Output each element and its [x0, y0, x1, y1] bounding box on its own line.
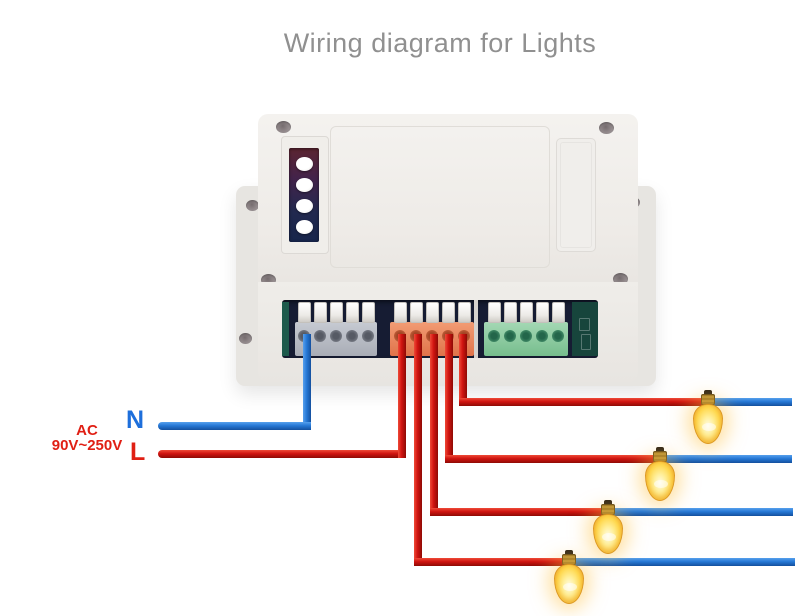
device-top-cover	[258, 114, 638, 286]
terminal-clamps	[390, 302, 474, 323]
terminal-clamp	[409, 302, 423, 323]
terminal-clamp	[329, 302, 343, 323]
terminal-holes	[484, 330, 568, 342]
terminal-clamp	[551, 302, 565, 323]
terminal-clamp	[457, 302, 471, 323]
light-bulb-1	[693, 390, 723, 448]
led-button-strip	[289, 148, 319, 242]
neutral-input-wire-vertical	[303, 334, 311, 430]
bulb-tip-icon	[565, 550, 573, 556]
light-3-live-wire-horizontal	[430, 508, 613, 516]
live-input-wire-horizontal	[158, 450, 406, 458]
bulb-tip-icon	[656, 447, 664, 453]
terminal-clamp	[487, 302, 501, 323]
light-3-live-wire-vertical	[430, 334, 438, 516]
terminal-clamp	[425, 302, 439, 323]
terminal-clamp	[345, 302, 359, 323]
terminal-clamp	[503, 302, 517, 323]
channel-3-button	[295, 198, 313, 213]
channel-4-button	[295, 219, 313, 234]
bulb-glass-icon	[554, 564, 584, 604]
light-1-neutral-wire	[710, 398, 792, 406]
terminal-channel	[282, 300, 598, 358]
terminal-clamp	[313, 302, 327, 323]
light-1-live-wire-horizontal	[459, 398, 713, 406]
light-2-live-wire-horizontal	[445, 455, 665, 463]
diagram-title: Wiring diagram for Lights	[283, 28, 597, 58]
bulb-glass-icon	[593, 514, 623, 554]
channel-2-button	[295, 177, 313, 192]
live-label: L	[130, 438, 146, 466]
light-4-live-wire-horizontal	[414, 558, 574, 566]
bulb-glass-icon	[693, 404, 723, 444]
voltage-range-label: 90V~250V	[51, 437, 123, 454]
terminal-hole	[552, 330, 564, 342]
pcb-silkscreen-mark	[579, 318, 590, 331]
light-3-neutral-wire	[610, 508, 793, 516]
button-panel	[281, 136, 329, 254]
pcb-edge	[282, 302, 289, 356]
ac-voltage-label: AC 90V~250V	[45, 423, 129, 454]
light-1-live-wire-vertical	[459, 334, 467, 406]
terminal-hole	[330, 330, 342, 342]
neutral-label: N	[126, 406, 145, 434]
terminal-clamp	[393, 302, 407, 323]
side-slot-recess	[556, 138, 596, 252]
terminal-hole	[536, 330, 548, 342]
neutral-input-wire-horizontal	[158, 422, 311, 430]
neutral-terminal-block	[295, 302, 377, 356]
cover-recess-panel	[330, 126, 550, 268]
bulb-glass-icon	[645, 461, 675, 501]
terminal-hole	[314, 330, 326, 342]
terminal-hole	[520, 330, 532, 342]
terminal-clamp	[535, 302, 549, 323]
ac-type-label: AC	[76, 422, 98, 439]
channel-1-button	[295, 156, 313, 171]
terminal-clamp	[441, 302, 455, 323]
terminal-clamp	[297, 302, 311, 323]
light-bulb-4	[554, 550, 584, 608]
light-4-live-wire-vertical	[414, 334, 422, 566]
bulb-tip-icon	[704, 390, 712, 396]
live-feed-wire-vertical	[398, 334, 406, 458]
bulb-tip-icon	[604, 500, 612, 506]
cover-screw-hole-icon	[276, 121, 291, 133]
cover-screw-hole-icon	[599, 122, 614, 134]
auxiliary-terminal-block	[484, 302, 568, 356]
terminal-hole	[488, 330, 500, 342]
terminal-clamp	[519, 302, 533, 323]
terminal-clamps	[295, 302, 377, 323]
device-front	[258, 282, 638, 382]
terminal-hole	[362, 330, 374, 342]
light-2-neutral-wire	[662, 455, 792, 463]
light-bulb-2	[645, 447, 675, 505]
pcb-silkscreen-mark	[581, 334, 591, 350]
flange-screw-hole-icon	[239, 333, 252, 344]
light-bulb-3	[593, 500, 623, 558]
terminal-clamps	[484, 302, 568, 323]
pcb-area	[572, 302, 598, 356]
light-4-neutral-wire	[571, 558, 795, 566]
terminal-hole	[504, 330, 516, 342]
flange-screw-hole-icon	[246, 200, 259, 211]
terminal-hole	[346, 330, 358, 342]
light-2-live-wire-vertical	[445, 334, 453, 463]
terminal-clamp	[361, 302, 375, 323]
terminal-divider	[474, 300, 478, 358]
